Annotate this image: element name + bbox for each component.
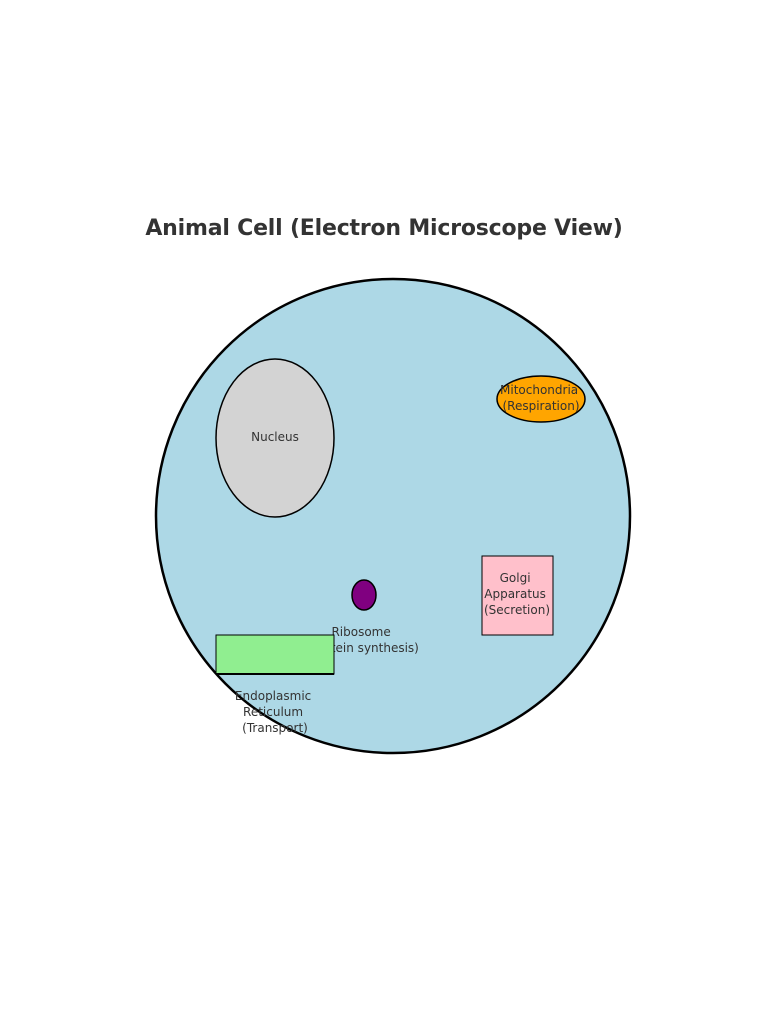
golgi-label-line: Apparatus: [484, 587, 546, 601]
endoplasmic-reticulum-label: Endoplasmic Reticulum (Transport): [235, 689, 315, 735]
endoplasmic-reticulum-shape: [215, 634, 335, 675]
ribosome-label-line: Ribosome: [331, 625, 390, 639]
ribosome-label: Ribosome (Protein synthesis): [307, 625, 419, 655]
golgi-label-line: (Secretion): [484, 603, 550, 617]
mitochondria-label: Mitochondria (Respiration): [500, 383, 582, 413]
nucleus-label-line: Nucleus: [251, 430, 299, 444]
mitochondria-label-line: Mitochondria: [500, 383, 578, 397]
mitochondria-label-line: (Respiration): [502, 399, 579, 413]
mitochondria-shape: [496, 375, 586, 423]
ribosome-label-line: (Protein synthesis): [307, 641, 419, 655]
golgi-label: Golgi Apparatus (Secretion): [484, 571, 550, 617]
cell-membrane: [154, 277, 632, 755]
endoplasmic-reticulum-label-line: (Transport): [242, 721, 308, 735]
nucleus-shape: [215, 358, 335, 518]
nucleus-label: Nucleus: [251, 430, 299, 444]
golgi-shape: [481, 555, 554, 636]
endoplasmic-reticulum-label-line: Endoplasmic: [235, 689, 311, 703]
diagram-title: Animal Cell (Electron Microscope View): [145, 216, 623, 241]
endoplasmic-reticulum-label-line: Reticulum: [243, 705, 303, 719]
ribosome-shape: [351, 579, 377, 611]
golgi-label-line: Golgi: [500, 571, 531, 585]
